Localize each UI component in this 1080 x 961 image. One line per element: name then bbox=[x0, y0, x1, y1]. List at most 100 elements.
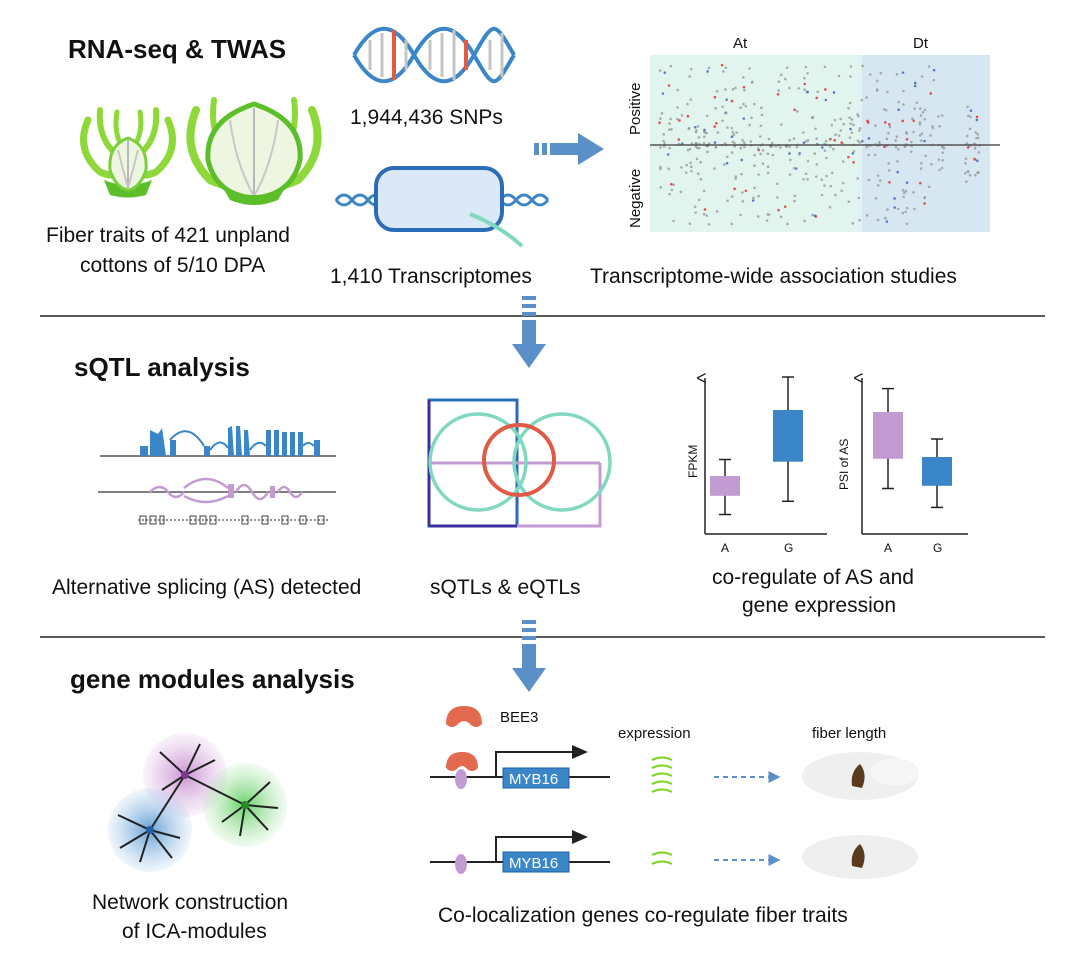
manhattan-point bbox=[777, 89, 781, 92]
manhattan-point bbox=[829, 137, 833, 141]
manhattan-point bbox=[887, 162, 890, 165]
manhattan-point bbox=[699, 177, 703, 181]
manhattan-point bbox=[929, 92, 933, 95]
manhattan-point bbox=[967, 114, 970, 118]
manhattan-point bbox=[825, 156, 828, 160]
manhattan-point bbox=[824, 88, 827, 91]
manhattan-point bbox=[923, 108, 927, 112]
manhattan-point bbox=[730, 135, 734, 139]
manhattan-point bbox=[841, 160, 845, 163]
manhattan-point bbox=[837, 134, 841, 137]
manhattan-point bbox=[932, 68, 936, 72]
manhattan-point bbox=[788, 138, 791, 142]
manhattan-point bbox=[886, 90, 889, 94]
transcriptomes-count-label: 1,410 Transcriptomes bbox=[330, 265, 532, 288]
manhattan-point bbox=[697, 136, 701, 139]
manhattan-point bbox=[912, 119, 916, 123]
manhattan-point bbox=[878, 179, 882, 182]
bee3-protein-icon bbox=[446, 706, 482, 727]
manhattan-point bbox=[759, 152, 762, 156]
boxplot-1-tick-A: A bbox=[721, 541, 729, 555]
manhattan-point bbox=[721, 119, 724, 123]
manhattan-point bbox=[860, 98, 863, 102]
manhattan-point bbox=[833, 118, 837, 122]
manhattan-point bbox=[723, 163, 726, 166]
manhattan-point bbox=[686, 102, 689, 106]
manhattan-point bbox=[660, 112, 664, 115]
manhattan-point bbox=[750, 116, 753, 120]
manhattan-point bbox=[965, 180, 968, 184]
manhattan-point bbox=[670, 128, 673, 131]
manhattan-point bbox=[886, 208, 889, 211]
manhattan-point bbox=[834, 133, 837, 136]
manhattan-point bbox=[820, 178, 824, 181]
manhattan-point bbox=[829, 184, 832, 188]
manhattan-point bbox=[702, 212, 706, 216]
manhattan-point bbox=[920, 161, 923, 165]
manhattan-point bbox=[919, 181, 922, 185]
manhattan-point bbox=[743, 145, 746, 149]
manhattan-point bbox=[927, 185, 931, 189]
manhattan-point bbox=[659, 117, 662, 121]
manhattan-point bbox=[975, 118, 979, 122]
manhattan-point bbox=[669, 117, 672, 121]
manhattan-point bbox=[878, 140, 881, 144]
manhattan-point bbox=[741, 138, 744, 142]
manhattan-point bbox=[668, 122, 671, 125]
manhattan-point bbox=[783, 77, 787, 81]
manhattan-point bbox=[887, 131, 890, 135]
manhattan-point bbox=[856, 139, 860, 143]
manhattan-point bbox=[676, 117, 679, 121]
manhattan-point bbox=[897, 108, 900, 112]
manhattan-point bbox=[750, 81, 754, 84]
manhattan-point bbox=[848, 136, 852, 139]
manhattan-point bbox=[975, 159, 979, 163]
manhattan-point bbox=[901, 71, 905, 74]
manhattan-point bbox=[785, 66, 789, 69]
manhattan-point bbox=[662, 139, 665, 143]
manhattan-point bbox=[902, 103, 905, 106]
manhattan-point bbox=[931, 126, 935, 130]
manhattan-point bbox=[742, 140, 746, 144]
network-caption-line2: of ICA-modules bbox=[122, 920, 267, 943]
manhattan-point bbox=[714, 121, 718, 125]
manhattan-point bbox=[856, 113, 859, 116]
manhattan-point bbox=[793, 194, 797, 198]
manhattan-point bbox=[830, 171, 834, 175]
manhattan-point bbox=[912, 130, 915, 134]
manhattan-point bbox=[730, 151, 734, 154]
manhattan-point bbox=[676, 88, 680, 92]
manhattan-point bbox=[714, 145, 718, 149]
manhattan-point bbox=[938, 168, 941, 172]
manhattan-point bbox=[879, 71, 883, 75]
manhattan-point bbox=[974, 131, 978, 134]
boxplot-2-tick-A: A bbox=[884, 541, 892, 555]
seed-long-fiber-icon bbox=[802, 752, 919, 800]
manhattan-point bbox=[823, 184, 826, 187]
manhattan-point bbox=[766, 165, 770, 168]
manhattan-point bbox=[875, 88, 879, 91]
manhattan-point bbox=[689, 161, 692, 165]
manhattan-point bbox=[930, 162, 933, 166]
manhattan-point bbox=[897, 148, 900, 151]
splicing-tracks bbox=[98, 426, 336, 525]
manhattan-point bbox=[694, 142, 698, 145]
manhattan-point bbox=[696, 125, 700, 128]
manhattan-point bbox=[802, 177, 805, 181]
manhattan-point bbox=[744, 104, 748, 108]
manhattan-point bbox=[905, 181, 909, 184]
manhattan-point bbox=[977, 151, 981, 154]
seed-short-fiber-icon bbox=[802, 835, 918, 879]
manhattan-point bbox=[975, 136, 978, 140]
myb16-label-2: MYB16 bbox=[509, 855, 558, 872]
manhattan-point bbox=[659, 146, 662, 149]
manhattan-point bbox=[676, 106, 679, 109]
manhattan-point bbox=[901, 211, 905, 215]
manhattan-point bbox=[677, 138, 681, 141]
manhattan-point bbox=[753, 153, 756, 157]
transcriptome-icon bbox=[334, 166, 550, 248]
manhattan-point bbox=[792, 137, 796, 140]
manhattan-point bbox=[867, 153, 870, 157]
manhattan-point bbox=[756, 215, 760, 218]
